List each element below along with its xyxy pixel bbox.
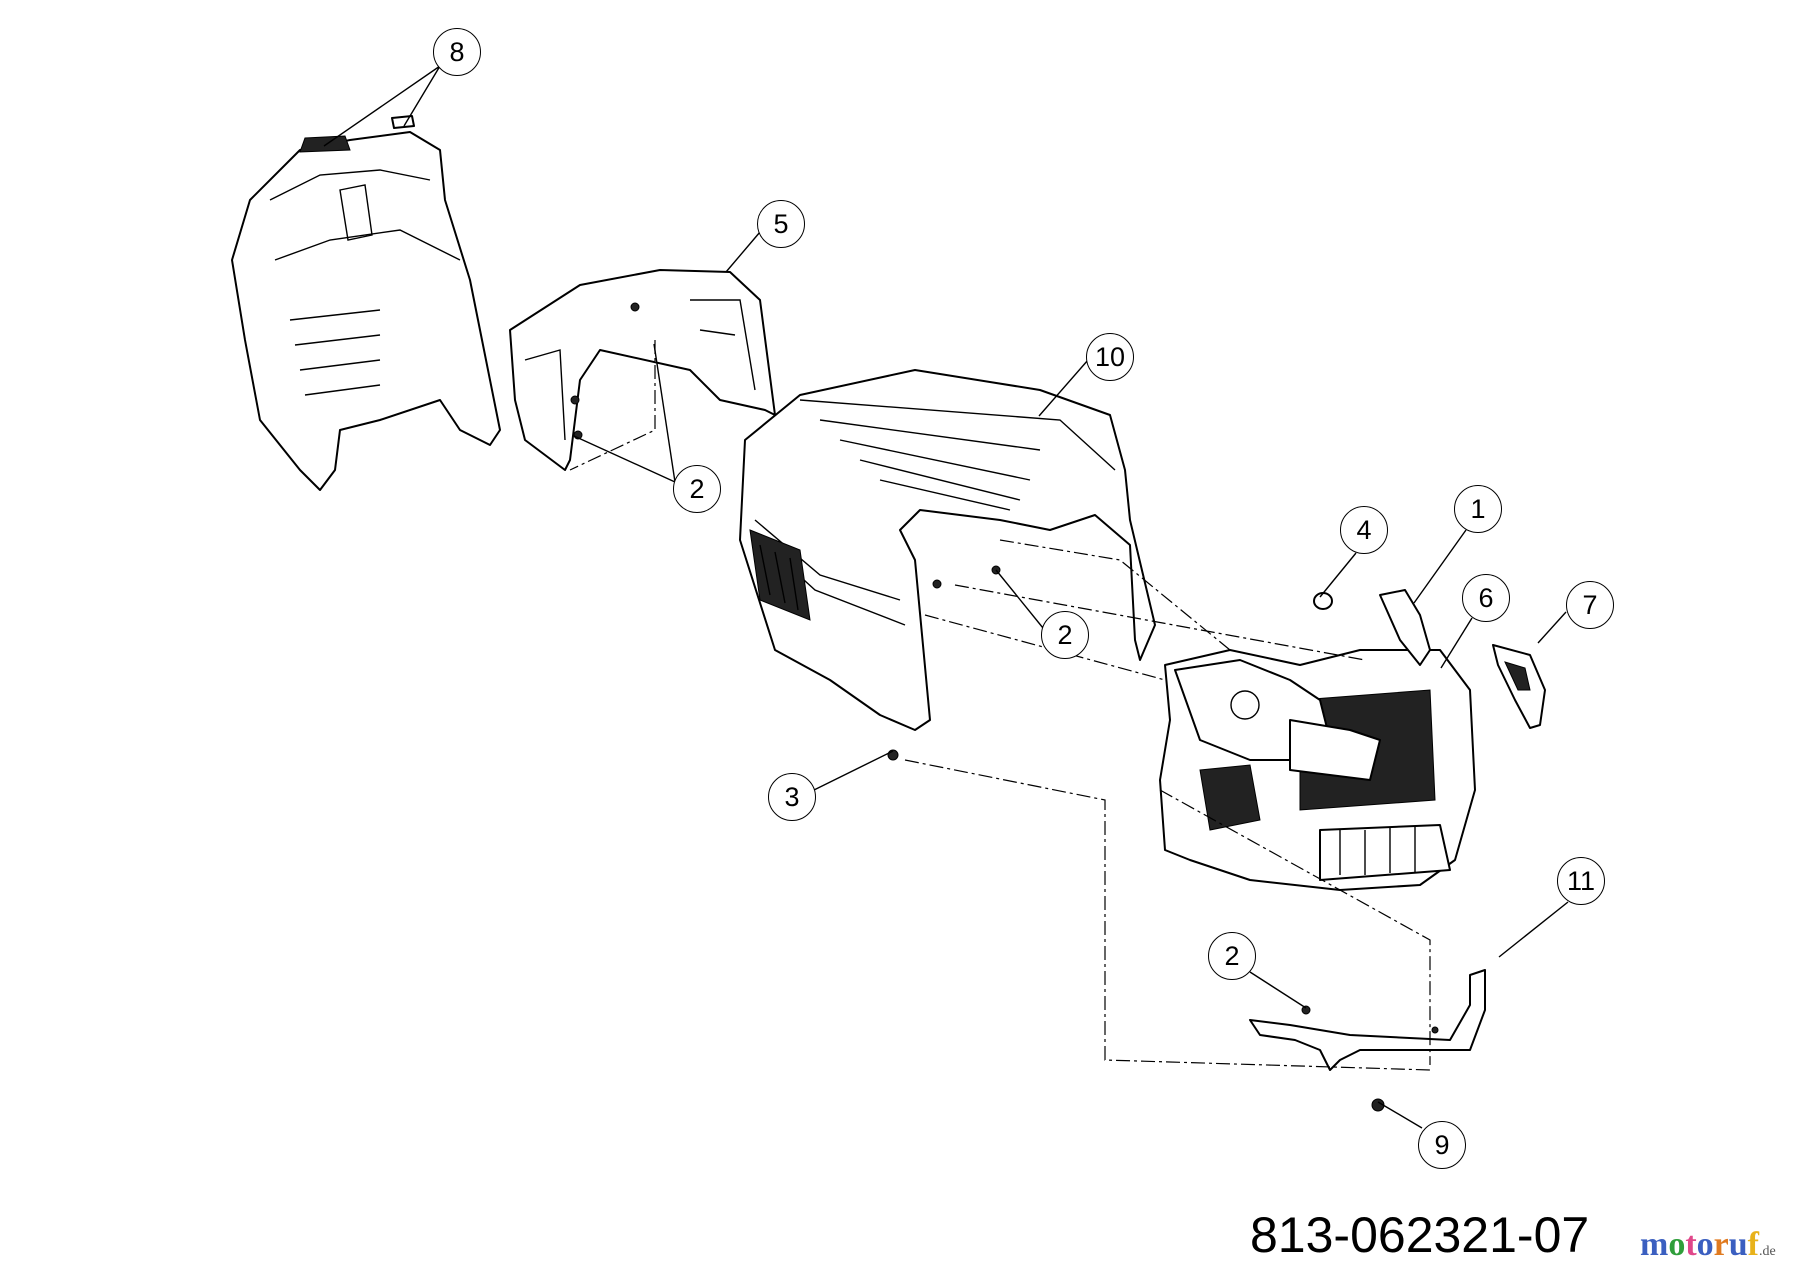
watermark-letter: f <box>1747 1226 1759 1263</box>
part-headlight-bracket <box>1379 589 1431 666</box>
callout-8: 8 <box>433 28 481 76</box>
watermark-letter: m <box>1640 1226 1669 1263</box>
alignment-lines <box>569 340 1431 1071</box>
leader-lines <box>323 65 1569 1129</box>
callout-6: 6 <box>1462 574 1510 622</box>
part-rear-dash-panel <box>231 115 501 491</box>
watermark-letter: r <box>1713 1226 1729 1263</box>
part-plug <box>1313 592 1333 610</box>
part-emblem <box>1492 644 1546 729</box>
part-front-grille <box>1159 649 1476 891</box>
part-dash-cover <box>509 269 776 471</box>
watermark-letter: o <box>1696 1226 1714 1263</box>
fasteners <box>887 565 1385 1112</box>
callout-1: 1 <box>1454 485 1502 533</box>
part-hood <box>739 369 1156 731</box>
callout-10: 10 <box>1086 333 1134 381</box>
callout-4: 4 <box>1340 506 1388 554</box>
callout-2: 2 <box>673 465 721 513</box>
callout-3: 3 <box>768 773 816 821</box>
callout-7: 7 <box>1566 581 1614 629</box>
watermark-logo: motoruf.de <box>1640 1226 1776 1264</box>
watermark-letter: t <box>1685 1226 1697 1263</box>
callout-11: 11 <box>1557 857 1605 905</box>
watermark-letter: u <box>1728 1226 1748 1263</box>
callout-9: 9 <box>1418 1121 1466 1169</box>
watermark-letter: o <box>1668 1226 1686 1263</box>
part-support-bracket <box>1249 969 1486 1071</box>
document-number: 813-062321-07 <box>1250 1207 1590 1263</box>
callout-2: 2 <box>1041 611 1089 659</box>
callout-5: 5 <box>757 200 805 248</box>
watermark-suffix: .de <box>1759 1244 1776 1259</box>
watermark-text: motoruf <box>1640 1226 1759 1263</box>
callout-2: 2 <box>1208 932 1256 980</box>
